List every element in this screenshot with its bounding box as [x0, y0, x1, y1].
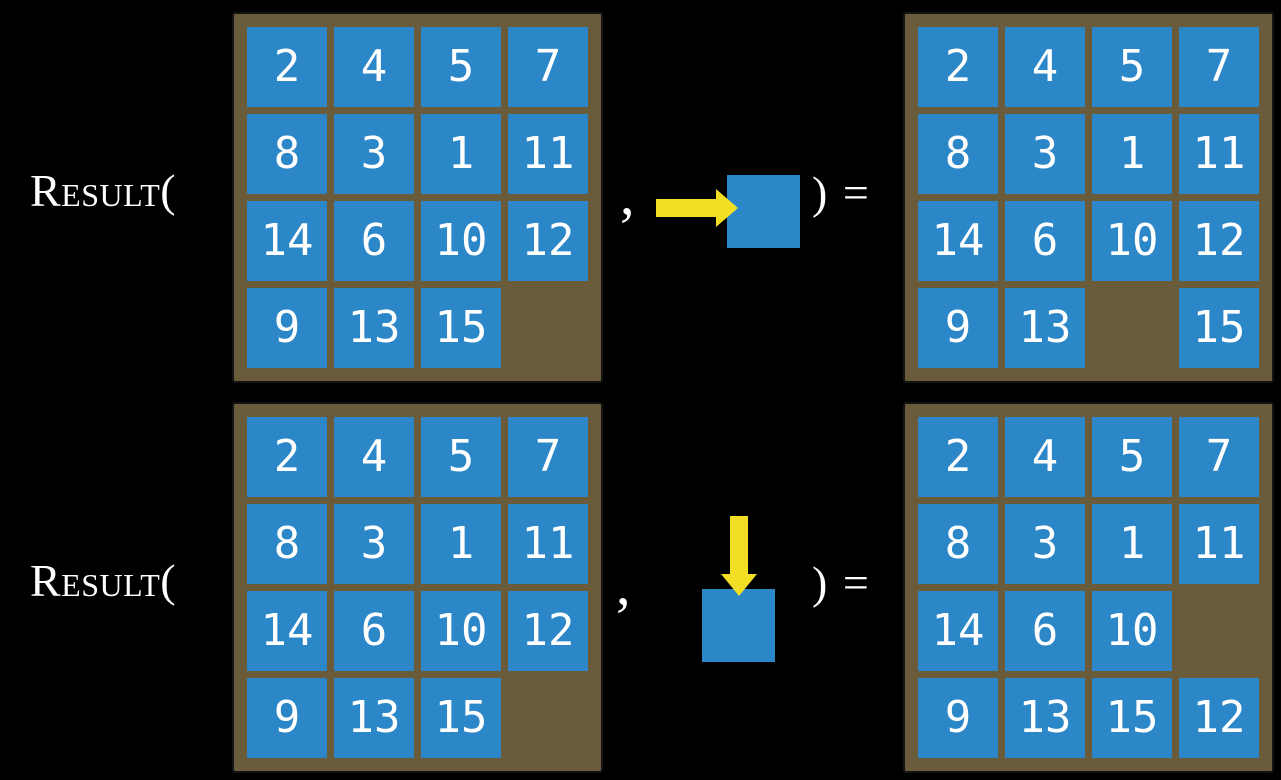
- tile-9: 9: [918, 288, 998, 368]
- tile-9: 9: [247, 678, 327, 758]
- tile-11: 11: [1179, 114, 1259, 194]
- blank-tile-square-1: [727, 175, 800, 248]
- tile-5: 5: [1092, 27, 1172, 107]
- tile-4: 4: [1005, 27, 1085, 107]
- tile-7: 7: [1179, 417, 1259, 497]
- tile-12: 12: [508, 201, 588, 281]
- tile-10: 10: [421, 201, 501, 281]
- tile-9: 9: [247, 288, 327, 368]
- tile-9: 9: [918, 678, 998, 758]
- tile-7: 7: [508, 417, 588, 497]
- blank-cell: [1092, 288, 1172, 368]
- tile-5: 5: [421, 417, 501, 497]
- tile-14: 14: [918, 591, 998, 671]
- tile-7: 7: [508, 27, 588, 107]
- tile-14: 14: [247, 591, 327, 671]
- tile-8: 8: [918, 504, 998, 584]
- tile-1: 1: [1092, 114, 1172, 194]
- tile-15: 15: [421, 678, 501, 758]
- comma-separator-1: ,: [620, 162, 635, 227]
- tile-12: 12: [1179, 678, 1259, 758]
- tile-10: 10: [1092, 201, 1172, 281]
- tile-10: 10: [421, 591, 501, 671]
- tile-2: 2: [247, 27, 327, 107]
- tile-4: 4: [1005, 417, 1085, 497]
- tile-5: 5: [421, 27, 501, 107]
- tile-15: 15: [1092, 678, 1172, 758]
- tile-13: 13: [334, 678, 414, 758]
- tile-3: 3: [334, 114, 414, 194]
- tile-12: 12: [1179, 201, 1259, 281]
- tile-10: 10: [1092, 591, 1172, 671]
- tile-15: 15: [421, 288, 501, 368]
- tile-2: 2: [918, 27, 998, 107]
- close-paren-equals-2: ) =: [812, 557, 871, 608]
- blank-cell: [1179, 591, 1259, 671]
- tile-11: 11: [508, 114, 588, 194]
- tile-12: 12: [508, 591, 588, 671]
- tile-3: 3: [334, 504, 414, 584]
- tile-1: 1: [1092, 504, 1172, 584]
- tile-11: 11: [1179, 504, 1259, 584]
- tile-13: 13: [334, 288, 414, 368]
- right-arrow-icon: [656, 189, 738, 227]
- tile-6: 6: [1005, 201, 1085, 281]
- tile-8: 8: [247, 504, 327, 584]
- tile-14: 14: [247, 201, 327, 281]
- tile-8: 8: [918, 114, 998, 194]
- tile-11: 11: [508, 504, 588, 584]
- tile-4: 4: [334, 27, 414, 107]
- blank-tile-square-2: [702, 589, 775, 662]
- tile-6: 6: [334, 591, 414, 671]
- tile-8: 8: [247, 114, 327, 194]
- tile-13: 13: [1005, 288, 1085, 368]
- tile-4: 4: [334, 417, 414, 497]
- tile-15: 15: [1179, 288, 1259, 368]
- down-arrow-icon: [721, 516, 757, 596]
- tile-1: 1: [421, 114, 501, 194]
- comma-separator-2: ,: [616, 552, 631, 617]
- result-function-label-2: Result(: [30, 555, 177, 606]
- blank-cell: [508, 678, 588, 758]
- tile-5: 5: [1092, 417, 1172, 497]
- tile-13: 13: [1005, 678, 1085, 758]
- tile-1: 1: [421, 504, 501, 584]
- tile-14: 14: [918, 201, 998, 281]
- tile-6: 6: [334, 201, 414, 281]
- tile-3: 3: [1005, 114, 1085, 194]
- tile-6: 6: [1005, 591, 1085, 671]
- close-paren-equals-1: ) =: [812, 167, 871, 218]
- tile-3: 3: [1005, 504, 1085, 584]
- tile-2: 2: [247, 417, 327, 497]
- blank-cell: [508, 288, 588, 368]
- result-function-label-1: Result(: [30, 165, 177, 216]
- tile-7: 7: [1179, 27, 1259, 107]
- tile-2: 2: [918, 417, 998, 497]
